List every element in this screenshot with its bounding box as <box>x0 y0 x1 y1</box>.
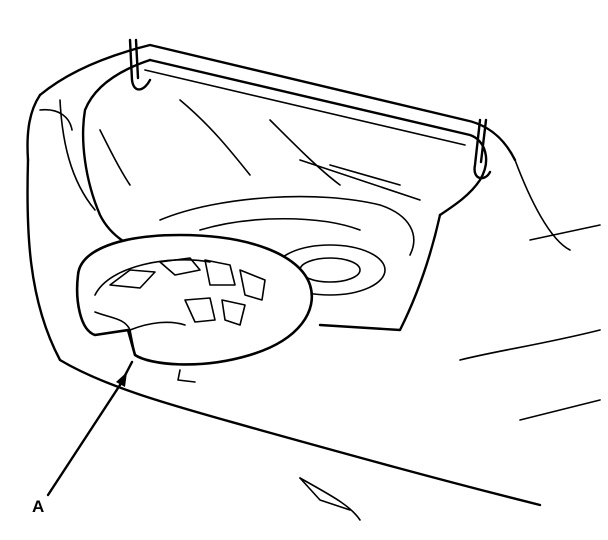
callout-leader-a <box>46 360 134 497</box>
trunk-hinges <box>128 38 492 180</box>
spare-tire-cover <box>75 233 314 383</box>
spare-tire-well <box>159 159 421 296</box>
callout-label-a: A <box>32 497 45 516</box>
trunk-opening <box>81 58 488 332</box>
car-body-outline <box>26 43 601 521</box>
